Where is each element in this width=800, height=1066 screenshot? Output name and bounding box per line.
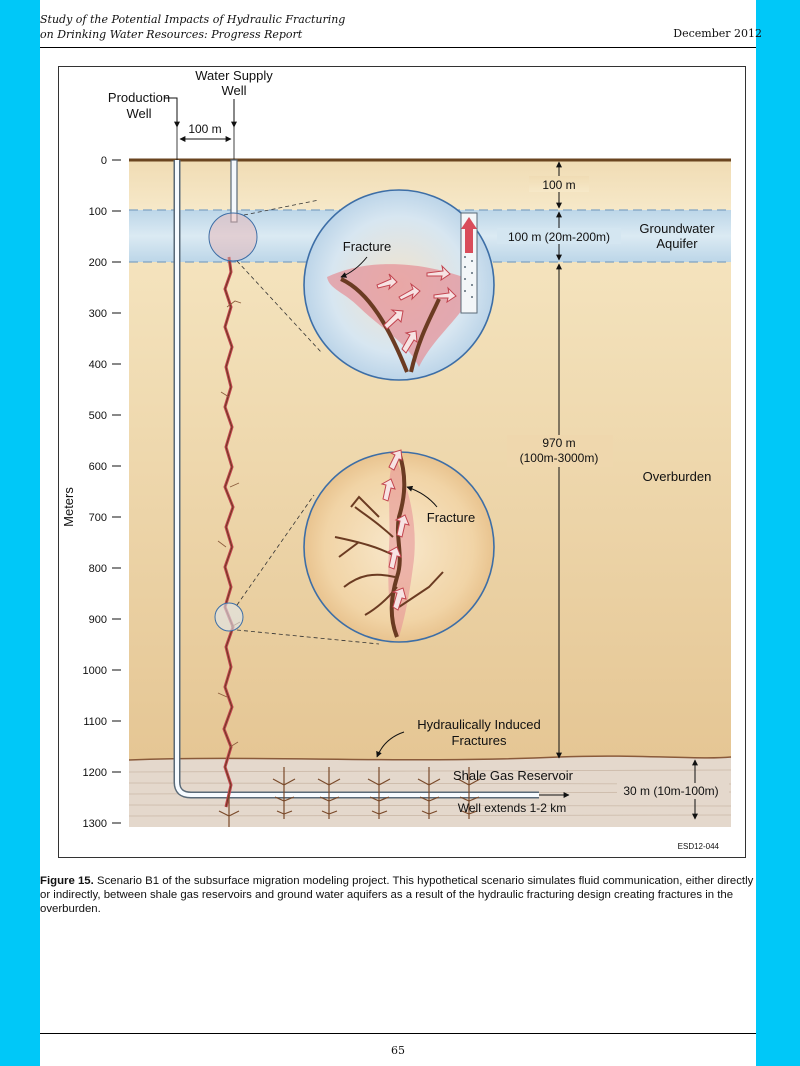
caption-label: Figure 15. [40,875,94,887]
depth-tick-label: 100 [89,206,107,218]
depth-tick-label: 200 [89,257,107,269]
depth-tick-label: 1300 [83,818,107,830]
induced-fracture-path [217,256,242,808]
well-extends-label: Well extends 1-2 km [458,801,567,815]
groundwater-aquifer-label: Groundwater [639,221,715,236]
vertical-dimensions: 100 m 100 m (20m-200m) 970 m (100m-3000m… [497,161,729,820]
zone-labels: Groundwater Aquifer Overburden Hydraulic… [376,221,720,851]
subsurface-diagram: Meters 0 100 200 300 400 500 600 700 800… [61,68,732,851]
well-labels: Production Well Water Supply Well 100 m [108,68,273,160]
header-date: December 2012 [673,27,762,40]
overburden-locator-circle [214,602,244,632]
overburden-detail-circle: Fracture [303,449,495,643]
depth-tick-label: 500 [89,410,107,422]
overburden-label: Overburden [643,469,712,484]
production-well-label: Well [126,106,151,121]
shale-reservoir-label: Shale Gas Reservoir [453,768,574,783]
reservoir-fracture-network [218,767,481,827]
dim-reservoir-label: 30 m (10m-100m) [623,784,718,798]
depth-tick-label: 0 [101,155,107,167]
production-well-pointer [164,97,180,128]
header-title-line-2: on Drinking Water Resources: Progress Re… [40,28,303,41]
locator-circles [208,199,380,645]
document-page: Study of the Potential Impacts of Hydrau… [40,0,762,1066]
depth-tick-label: 800 [89,563,107,575]
dim-overburden-label: 970 m [542,436,575,450]
page-number: 65 [391,1044,405,1057]
running-header: Study of the Potential Impacts of Hydrau… [40,12,345,42]
caption-text: Scenario B1 of the subsurface migration … [40,875,754,915]
aquifer-detail-circle: Fracture [303,189,495,381]
depth-tick-label: 600 [89,461,107,473]
depth-tick-label: 300 [89,308,107,320]
well-spacing-label: 100 m [188,122,221,136]
depth-tick-label: 1100 [83,716,107,728]
aquifer-locator-circle [208,212,258,262]
footer-rule [40,1033,756,1034]
lower-fracture-label: Fracture [427,510,475,525]
depth-tick-label: 400 [89,359,107,371]
dim-aquifer-label: 100 m (20m-200m) [508,230,610,244]
water-supply-well-label: Well [221,83,246,98]
depth-axis: Meters 0 100 200 300 400 500 600 700 800… [61,155,121,830]
production-well [173,160,570,799]
depth-tick-label: 900 [89,614,107,626]
production-well-label: Production [108,90,170,105]
figure-code: ESD12-044 [678,842,720,851]
depth-tick-label: 1200 [83,767,107,779]
dim-top-label: 100 m [542,178,575,192]
header-title-line-1: Study of the Potential Impacts of Hydrau… [40,13,346,26]
figure-caption: Figure 15. Scenario B1 of the subsurface… [40,874,756,916]
depth-axis-title: Meters [61,487,76,527]
water-supply-well-label: Water Supply [195,68,273,83]
induced-fractures-label: Hydraulically Induced [417,717,541,732]
reservoir-top-boundary [128,755,732,761]
dim-overburden-range: (100m-3000m) [520,451,599,465]
depth-tick-label: 700 [89,512,107,524]
upper-fracture-label: Fracture [343,239,391,254]
depth-tick-marks [112,159,121,824]
induced-fractures-label: Fractures [452,733,507,748]
groundwater-aquifer-label: Aquifer [656,236,698,251]
figure-15: Meters 0 100 200 300 400 500 600 700 800… [58,66,746,858]
header-rule [40,47,756,48]
depth-tick-label: 1000 [83,665,107,677]
